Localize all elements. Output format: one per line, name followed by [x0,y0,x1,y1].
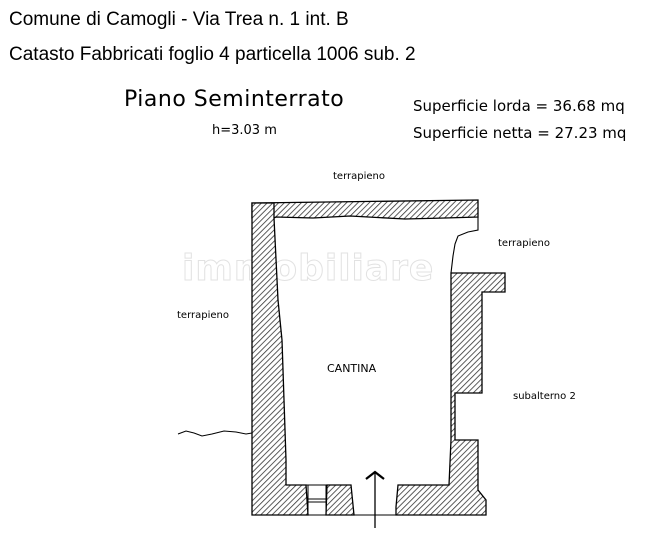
watermark: immobiliare [181,248,435,290]
wall-top [251,199,479,220]
floor-title: Piano Seminterrato [124,87,345,112]
gross-area: Superficie lorda = 36.68 mq [413,97,625,115]
label-terrapieno-right: terrapieno [498,238,550,249]
terrain-line [177,430,253,437]
room-label-cantina: CANTINA [327,362,377,375]
label-subalterno: subalterno 2 [513,391,576,402]
net-area: Superficie netta = 27.23 mq [413,124,627,142]
wall-broken-edge [450,217,479,274]
address-line: Comune di Camogli - Via Trea n. 1 int. B [9,9,349,30]
cadastral-reference: Catasto Fabbricati foglio 4 particella 1… [9,44,416,65]
window-opening [306,484,327,515]
label-terrapieno-top: terrapieno [333,171,385,182]
ceiling-height: h=3.03 m [212,123,277,138]
entrance-arrow-icon [365,470,385,528]
label-terrapieno-left: terrapieno [177,310,229,321]
wall-right [395,272,506,516]
wall-bottom-left [325,484,355,516]
wall-left [251,202,309,516]
